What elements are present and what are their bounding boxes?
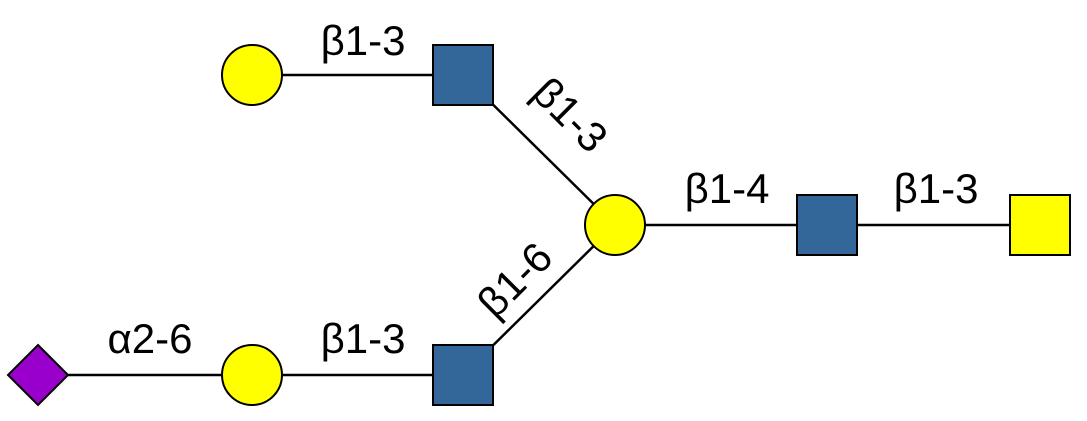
galactose-core: [584, 194, 646, 256]
linkage-label: α2-6: [108, 315, 193, 362]
neu5ac-diamond: [6, 343, 70, 407]
glcnac-top: [432, 44, 494, 106]
linkage-label: β1-6: [468, 233, 561, 326]
glcnac-bottom: [432, 344, 494, 406]
galactose-bottom: [221, 344, 283, 406]
linkage-label: β1-3: [321, 17, 406, 64]
glcnac-core: [796, 194, 858, 256]
galactose-top: [221, 44, 283, 106]
linkage-label: β1-3: [321, 315, 406, 362]
linkage-label: β1-3: [894, 165, 979, 212]
linkage-label: β1-4: [685, 165, 770, 212]
galnac-root: [1009, 194, 1071, 256]
